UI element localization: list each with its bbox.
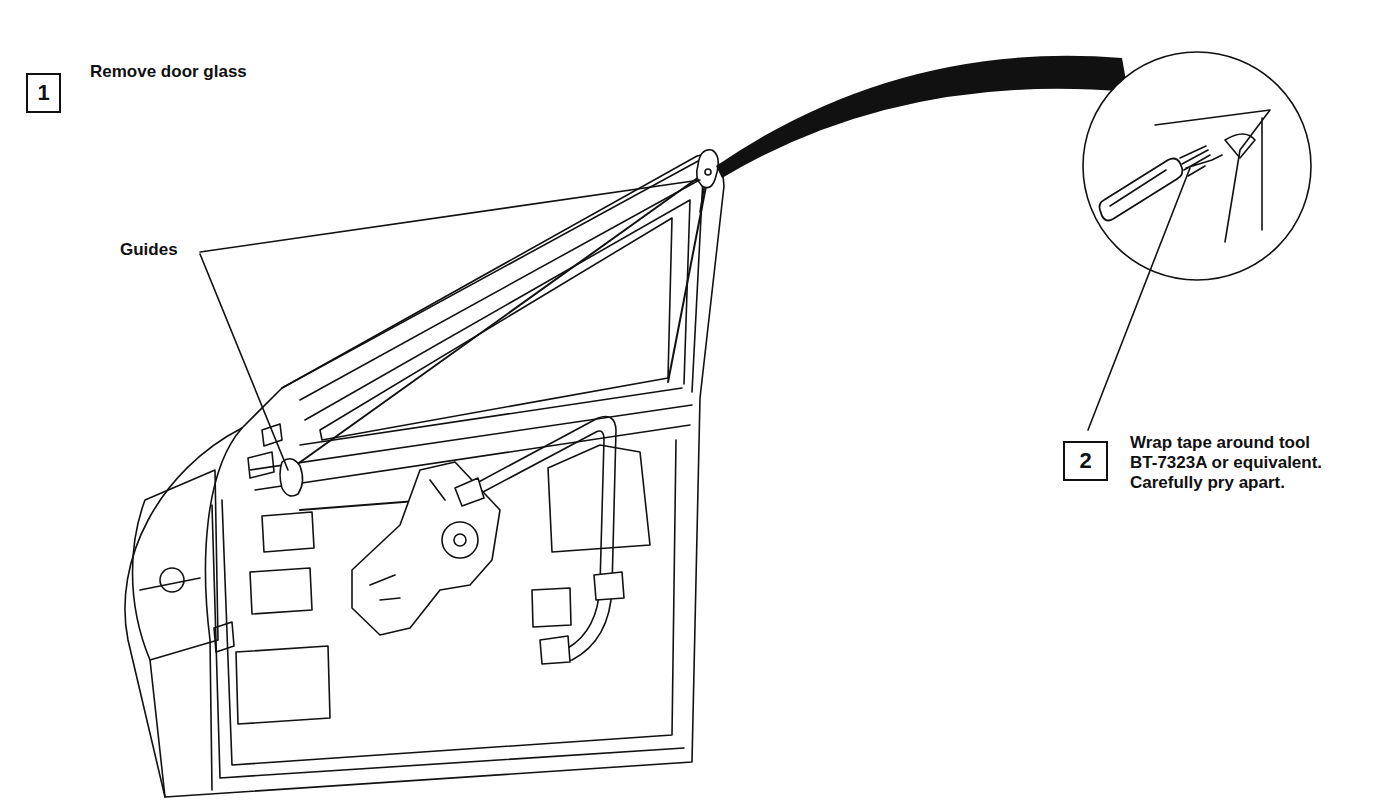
pry-tool (1100, 159, 1183, 221)
motor-detail (370, 480, 445, 600)
door-glass (292, 172, 708, 510)
detail-guide (1225, 134, 1255, 158)
belt-line (250, 405, 692, 490)
access-hole (250, 568, 312, 614)
mirror-mount (133, 470, 219, 660)
step-callout: 2 Wrap tape around tool BT-7323A or equiv… (1063, 433, 1335, 493)
door-front-edge (205, 428, 242, 790)
callout-band (716, 56, 1128, 178)
guide-upper (697, 150, 719, 188)
access-hole (548, 445, 650, 552)
door-front-lower (140, 578, 200, 797)
door-shell (125, 155, 724, 797)
step-text: Wrap tape around tool BT-7323A or equiva… (1130, 433, 1335, 493)
callout-number: 1 (26, 73, 61, 113)
step-text: Remove door glass (90, 62, 350, 82)
regulator-bracket (455, 478, 624, 664)
callout-number: 2 (1063, 441, 1108, 481)
leader-line (1088, 168, 1190, 430)
access-hole (532, 588, 571, 627)
guide-upper-stem (700, 188, 704, 212)
clip (214, 424, 282, 652)
leader-line (200, 180, 700, 470)
access-hole (236, 646, 330, 724)
pry-tool-grip (1110, 170, 1166, 206)
mirror-hole (160, 568, 184, 592)
motor-hub (454, 534, 466, 546)
guide-bolt (705, 169, 711, 175)
detail-circle (1083, 52, 1311, 280)
inner-panel (222, 440, 676, 765)
step-callout: 1 Remove door glass (26, 62, 350, 113)
access-hole (262, 512, 314, 552)
regulator-track (460, 417, 616, 663)
guide-lower (280, 459, 303, 496)
motor-hub (442, 522, 478, 558)
window-frame-outer (282, 160, 703, 445)
part-label: Guides (118, 240, 180, 260)
window-frame-inner (320, 218, 672, 440)
tape-wrap (1180, 146, 1222, 176)
